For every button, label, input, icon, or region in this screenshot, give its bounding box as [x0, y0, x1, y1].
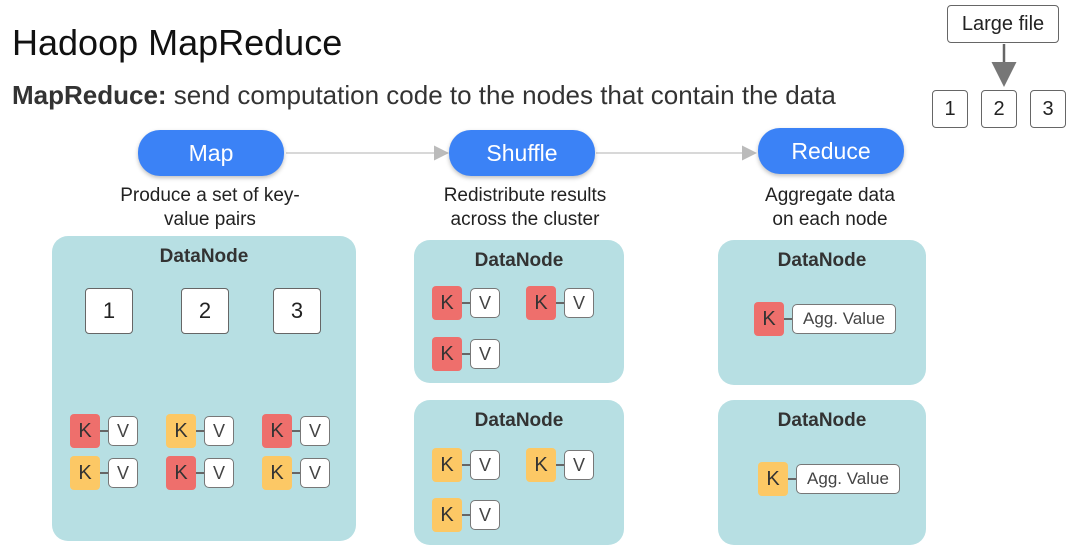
map-block-2: 2 — [181, 288, 229, 334]
value-box: V — [470, 288, 500, 318]
stage-shuffle-pill: Shuffle — [449, 130, 595, 176]
datanode-title: DataNode — [777, 410, 867, 431]
key-box: K — [166, 414, 196, 448]
map-block-1: 1 — [85, 288, 133, 334]
stage-shuffle-desc: Redistribute results across the cluster — [400, 184, 650, 232]
reduce-datanode-2: DataNode K Agg. Value — [718, 400, 926, 545]
key-box: K — [432, 337, 462, 371]
key-box: K — [432, 448, 462, 482]
key-box: K — [758, 462, 788, 496]
value-box: V — [204, 416, 234, 446]
map-block-3: 3 — [273, 288, 321, 334]
value-box: V — [204, 458, 234, 488]
value-box: V — [470, 339, 500, 369]
file-block-2: 2 — [981, 90, 1017, 128]
large-file-box: Large file — [947, 5, 1059, 43]
value-box: V — [108, 416, 138, 446]
subtitle-rest: send computation code to the nodes that … — [166, 80, 836, 110]
stage-map-desc-line1: Produce a set of key- — [120, 185, 300, 206]
value-box: V — [564, 450, 594, 480]
subtitle-bold: MapReduce: — [12, 80, 167, 110]
datanode-title: DataNode — [474, 250, 564, 271]
stage-reduce-desc-line1: Aggregate data — [765, 185, 895, 206]
datanode-title: DataNode — [777, 250, 867, 271]
stage-map-desc: Produce a set of key- value pairs — [80, 184, 340, 232]
page-title: Hadoop MapReduce — [12, 22, 343, 63]
datanode-title: DataNode — [159, 246, 249, 267]
stage-reduce-desc-line2: on each node — [772, 209, 888, 230]
key-box: K — [262, 414, 292, 448]
agg-value-box: Agg. Value — [792, 304, 896, 334]
key-box: K — [262, 456, 292, 490]
value-box: V — [564, 288, 594, 318]
value-box: V — [300, 458, 330, 488]
agg-value-box: Agg. Value — [796, 464, 900, 494]
key-box: K — [526, 286, 556, 320]
value-box: V — [300, 416, 330, 446]
stage-reduce-desc: Aggregate data on each node — [710, 184, 950, 232]
value-box: V — [470, 500, 500, 530]
value-box: V — [470, 450, 500, 480]
subtitle: MapReduce: send computation code to the … — [12, 80, 836, 111]
file-block-3: 3 — [1030, 90, 1066, 128]
stage-shuffle-desc-line1: Redistribute results — [443, 185, 607, 206]
reduce-datanode-1: DataNode K Agg. Value — [718, 240, 926, 385]
key-box: K — [432, 498, 462, 532]
key-box: K — [70, 414, 100, 448]
key-box: K — [432, 286, 462, 320]
stage-reduce-pill: Reduce — [758, 128, 904, 174]
file-block-1: 1 — [932, 90, 968, 128]
kv-agg-pair: K Agg. Value — [758, 462, 900, 496]
kv-agg-pair: K Agg. Value — [754, 302, 896, 336]
key-box: K — [166, 456, 196, 490]
stage-map-pill: Map — [138, 130, 284, 176]
datanode-title: DataNode — [474, 410, 564, 431]
key-box: K — [754, 302, 784, 336]
value-box: V — [108, 458, 138, 488]
key-box: K — [526, 448, 556, 482]
stage-map-desc-line2: value pairs — [164, 209, 256, 230]
key-box: K — [70, 456, 100, 490]
stage-shuffle-desc-line2: across the cluster — [450, 209, 600, 230]
